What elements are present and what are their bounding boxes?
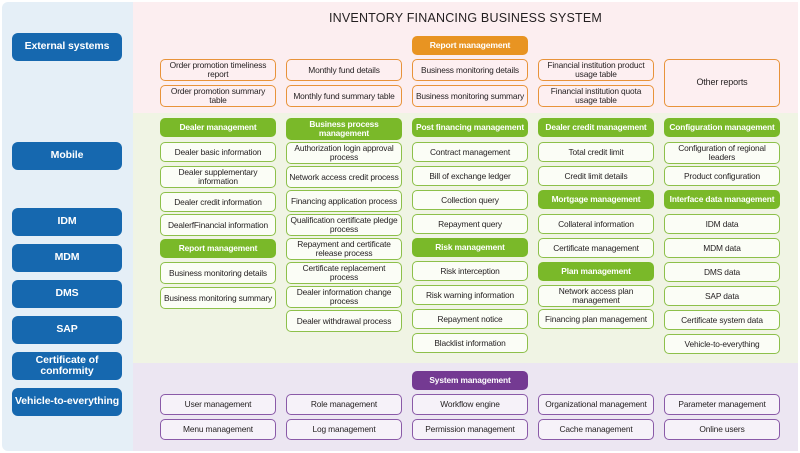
business-node-contract-management[interactable]: Contract management bbox=[412, 142, 528, 162]
system-node-permission-management[interactable]: Permission management bbox=[412, 419, 528, 440]
sidebar-item-mdm[interactable]: MDM bbox=[12, 244, 122, 272]
sidebar-item-dms[interactable]: DMS bbox=[12, 280, 122, 308]
system-node-user-management[interactable]: User management bbox=[160, 394, 276, 415]
business-node-dms-data[interactable]: DMS data bbox=[664, 262, 780, 282]
business-node-risk-warning-information[interactable]: Risk warning information bbox=[412, 285, 528, 305]
business-header-plan-management[interactable]: Plan management bbox=[538, 262, 654, 281]
business-node-blacklist-information[interactable]: Blacklist information bbox=[412, 333, 528, 353]
business-node-financing-plan-management[interactable]: Financing plan management bbox=[538, 309, 654, 329]
system-management-header[interactable]: System management bbox=[412, 371, 528, 390]
business-node-risk-interception[interactable]: Risk interception bbox=[412, 261, 528, 281]
business-node-dealer-basic-information[interactable]: Dealer basic information bbox=[160, 142, 276, 162]
system-node-log-management[interactable]: Log management bbox=[286, 419, 402, 440]
report-management-header[interactable]: Report management bbox=[412, 36, 528, 55]
business-header-risk-management[interactable]: Risk management bbox=[412, 238, 528, 257]
sidebar-item-certificate-of-conformity[interactable]: Certificate of conformity bbox=[12, 352, 122, 380]
report-node-order-promotion-summary-table[interactable]: Order promotion summary table bbox=[160, 85, 276, 107]
sidebar-item-vehicle-to-everything[interactable]: Vehicle-to-everything bbox=[12, 388, 122, 416]
business-node-authorization-login-approval-process[interactable]: Authorization login approval process bbox=[286, 142, 402, 164]
business-node-dealer-information-change-process[interactable]: Dealer information change process bbox=[286, 286, 402, 308]
business-header-dealer-management[interactable]: Dealer management bbox=[160, 118, 276, 137]
business-node-financing-application-process[interactable]: Financing application process bbox=[286, 190, 402, 212]
business-header-business-process-management[interactable]: Business process management bbox=[286, 118, 402, 140]
business-node-total-credit-limit[interactable]: Total credit limit bbox=[538, 142, 654, 162]
system-node-workflow-engine[interactable]: Workflow engine bbox=[412, 394, 528, 415]
business-node-business-monitoring-details[interactable]: Business monitoring details bbox=[160, 262, 276, 284]
business-node-product-configuration[interactable]: Product configuration bbox=[664, 166, 780, 186]
report-node-financial-institution-product-usage-table[interactable]: Financial institution product usage tabl… bbox=[538, 59, 654, 81]
page-title: INVENTORY FINANCING BUSINESS SYSTEM bbox=[328, 11, 603, 25]
business-header-post-financing-management[interactable]: Post financing management bbox=[412, 118, 528, 137]
business-node-credit-limit-details[interactable]: Credit limit details bbox=[538, 166, 654, 186]
business-node-certificate-system-data[interactable]: Certificate system data bbox=[664, 310, 780, 330]
business-header-report-management[interactable]: Report management bbox=[160, 239, 276, 258]
business-node-certificate-management[interactable]: Certificate management bbox=[538, 238, 654, 258]
system-node-parameter-management[interactable]: Parameter management bbox=[664, 394, 780, 415]
business-node-network-access-plan-management[interactable]: Network access plan management bbox=[538, 285, 654, 307]
business-header-dealer-credit-management[interactable]: Dealer credit management bbox=[538, 118, 654, 137]
report-node-monthly-fund-details[interactable]: Monthly fund details bbox=[286, 59, 402, 81]
system-node-menu-management[interactable]: Menu management bbox=[160, 419, 276, 440]
business-node-dealer-supplementary-information[interactable]: Dealer supplementary information bbox=[160, 166, 276, 188]
business-node-business-monitoring-summary[interactable]: Business monitoring summary bbox=[160, 287, 276, 309]
business-node-bill-of-exchange-ledger[interactable]: Bill of exchange ledger bbox=[412, 166, 528, 186]
business-node-collateral-information[interactable]: Collateral information bbox=[538, 214, 654, 234]
report-node-other-reports[interactable]: Other reports bbox=[664, 59, 780, 107]
business-node-dealer-financial-information[interactable]: DealerfFinancial information bbox=[160, 214, 276, 236]
business-node-repayment-and-certificate-release-process[interactable]: Repayment and certificate release proces… bbox=[286, 238, 402, 260]
system-node-online-users[interactable]: Online users bbox=[664, 419, 780, 440]
sidebar-item-external-systems[interactable]: External systems bbox=[12, 33, 122, 61]
business-node-repayment-notice[interactable]: Repayment notice bbox=[412, 309, 528, 329]
business-header-mortgage-management[interactable]: Mortgage management bbox=[538, 190, 654, 209]
system-node-cache-management[interactable]: Cache management bbox=[538, 419, 654, 440]
report-node-order-promotion-timeliness-report[interactable]: Order promotion timeliness report bbox=[160, 59, 276, 81]
sidebar-item-mobile[interactable]: Mobile bbox=[12, 142, 122, 170]
business-node-mdm-data[interactable]: MDM data bbox=[664, 238, 780, 258]
business-header-interface-data-management[interactable]: Interface data management bbox=[664, 190, 780, 209]
system-node-role-management[interactable]: Role management bbox=[286, 394, 402, 415]
business-node-sap-data[interactable]: SAP data bbox=[664, 286, 780, 306]
report-node-business-monitoring-summary[interactable]: Business monitoring summary bbox=[412, 85, 528, 107]
business-node-vehicle-to-everything[interactable]: Vehicle-to-everything bbox=[664, 334, 780, 354]
report-node-business-monitoring-details[interactable]: Business monitoring details bbox=[412, 59, 528, 81]
report-node-financial-institution-quota-usage-table[interactable]: Financial institution quota usage table bbox=[538, 85, 654, 107]
business-node-certificate-replacement-process[interactable]: Certificate replacement process bbox=[286, 262, 402, 284]
business-node-repayment-query[interactable]: Repayment query bbox=[412, 214, 528, 234]
business-node-qualification-certificate-pledge-process[interactable]: Qualification certificate pledge process bbox=[286, 214, 402, 236]
business-node-collection-query[interactable]: Collection query bbox=[412, 190, 528, 210]
sidebar-item-idm[interactable]: IDM bbox=[12, 208, 122, 236]
business-header-configuration-management[interactable]: Configuration management bbox=[664, 118, 780, 137]
report-node-monthly-fund-summary-table[interactable]: Monthly fund summary table bbox=[286, 85, 402, 107]
business-node-idm-data[interactable]: IDM data bbox=[664, 214, 780, 234]
business-node-configuration-of-regional-leaders[interactable]: Configuration of regional leaders bbox=[664, 142, 780, 164]
business-node-network-access-credit-process[interactable]: Network access credit process bbox=[286, 166, 402, 188]
system-node-organizational-management[interactable]: Organizational management bbox=[538, 394, 654, 415]
sidebar-item-sap[interactable]: SAP bbox=[12, 316, 122, 344]
business-node-dealer-credit-information[interactable]: Dealer credit information bbox=[160, 192, 276, 212]
business-node-dealer-withdrawal-process[interactable]: Dealer withdrawal process bbox=[286, 310, 402, 332]
